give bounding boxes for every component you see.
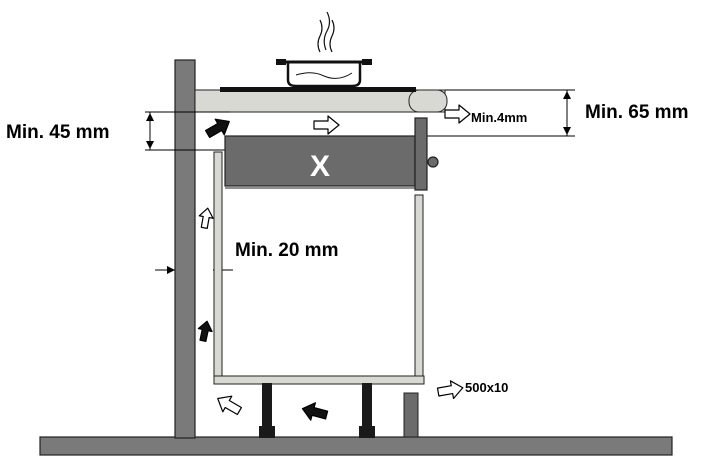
oven-knob — [427, 156, 439, 168]
outlet-arrow-top — [444, 104, 471, 124]
steam-icon — [317, 11, 335, 53]
airflow-up-arrow-2 — [197, 320, 213, 343]
oven-bottom-panel — [213, 375, 425, 385]
oven-front-panel — [414, 117, 428, 191]
floor — [39, 436, 673, 456]
feet — [259, 383, 375, 438]
pot-icon — [276, 59, 372, 88]
airflow-bottom-arrow-1 — [217, 395, 242, 416]
marker-x-label: X — [310, 150, 330, 183]
wall — [174, 59, 196, 439]
airflow-up-arrow-1 — [198, 207, 214, 229]
airflow-bottom-arrow-2 — [301, 402, 329, 421]
min-45-label: Min. 45 mm — [6, 122, 109, 143]
worktop — [194, 89, 446, 113]
airflow-in-arrow-1 — [205, 118, 230, 139]
hob-plate — [220, 87, 416, 92]
min-20-label: Min. 20 mm — [235, 240, 338, 261]
plinth — [403, 392, 419, 438]
outlet-arrow-bottom — [436, 380, 464, 400]
airflow-arrows — [197, 104, 471, 421]
oven-right-side — [414, 194, 424, 383]
vent-size-label: 500x10 — [465, 380, 508, 395]
airflow-top-arrow — [313, 115, 340, 135]
worktop-front-edge — [408, 89, 448, 113]
oven-left-side — [213, 151, 223, 383]
min-65-label: Min. 65 mm — [585, 102, 688, 123]
min-4-label: Min.4mm — [471, 110, 527, 125]
oven-top-panel — [224, 135, 416, 187]
